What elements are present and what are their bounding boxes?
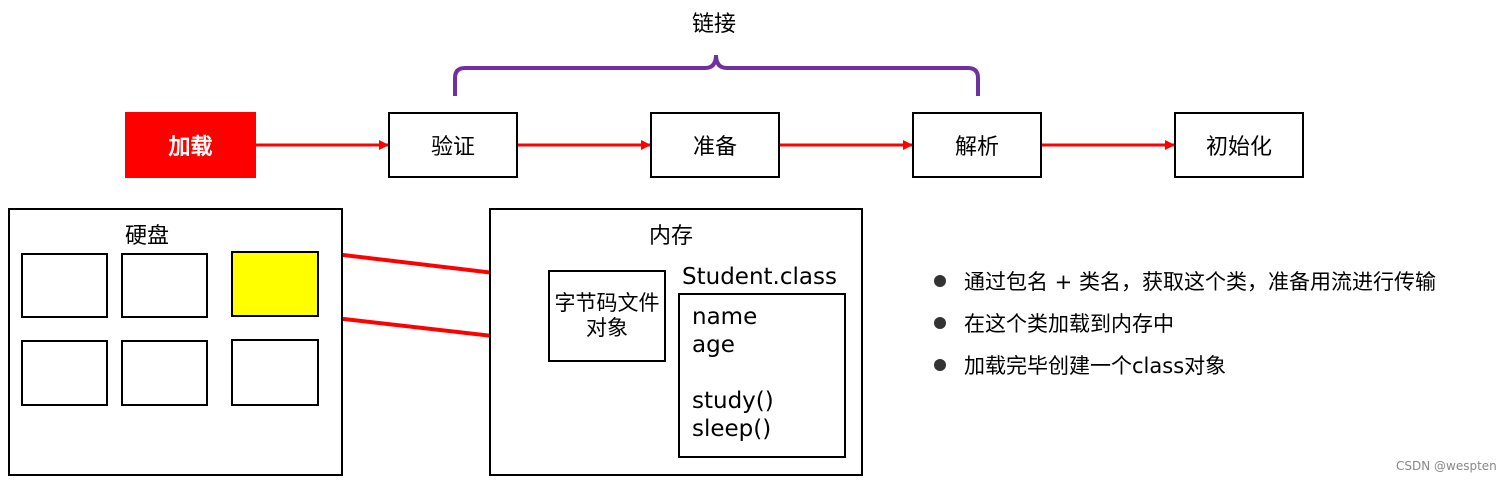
stage-verify-label: 验证 (430, 135, 475, 160)
bytecode-object-box: 字节码文件对象 (548, 270, 666, 362)
disk-slot (121, 340, 208, 406)
stage-resolve-label: 解析 (954, 135, 999, 160)
linking-label: 链接 (692, 12, 737, 37)
stage-prepare-label: 准备 (692, 135, 737, 160)
bullet-item: 通过包名 + 类名，获取这个类，准备用流进行传输 (934, 263, 1436, 299)
bullet-dot-icon (934, 275, 946, 287)
disk-slot-highlighted (231, 251, 319, 317)
linking-bracket (453, 54, 980, 96)
disk-slot (121, 253, 208, 318)
method-study: study() (692, 388, 774, 414)
spacer (692, 359, 844, 387)
memory-title: 内存 (649, 224, 694, 249)
disk-title: 硬盘 (125, 224, 170, 249)
stage-initialize: 初始化 (1174, 112, 1304, 178)
disk-slot (231, 339, 319, 406)
class-box: name age study() sleep() (678, 293, 846, 458)
bullet-text: 加载完毕创建一个class对象 (964, 354, 1227, 378)
bullet-dot-icon (934, 359, 946, 371)
stage-initialize-label: 初始化 (1205, 135, 1272, 160)
bullet-text: 在这个类加载到内存中 (964, 312, 1174, 336)
stage-resolve: 解析 (912, 112, 1042, 178)
stage-load: 加载 (125, 112, 256, 178)
stage-load-label: 加载 (168, 135, 213, 160)
disk-slot (21, 253, 108, 318)
bullet-item: 加载完毕创建一个class对象 (934, 347, 1436, 383)
method-sleep: sleep() (692, 416, 772, 442)
bullet-dot-icon (934, 317, 946, 329)
field-name: name (692, 304, 758, 330)
stage-prepare: 准备 (650, 112, 780, 178)
disk-slot (21, 340, 108, 406)
bytecode-object-label: 字节码文件对象 (554, 290, 660, 340)
bullet-text: 通过包名 + 类名，获取这个类，准备用流进行传输 (964, 270, 1436, 294)
class-title: Student.class (682, 264, 837, 290)
field-age: age (692, 332, 735, 358)
bullet-list: 通过包名 + 类名，获取这个类，准备用流进行传输 在这个类加载到内存中 加载完毕… (934, 263, 1436, 383)
bullet-item: 在这个类加载到内存中 (934, 305, 1436, 341)
stage-verify: 验证 (388, 112, 518, 178)
watermark: CSDN @wespten (1396, 459, 1497, 473)
